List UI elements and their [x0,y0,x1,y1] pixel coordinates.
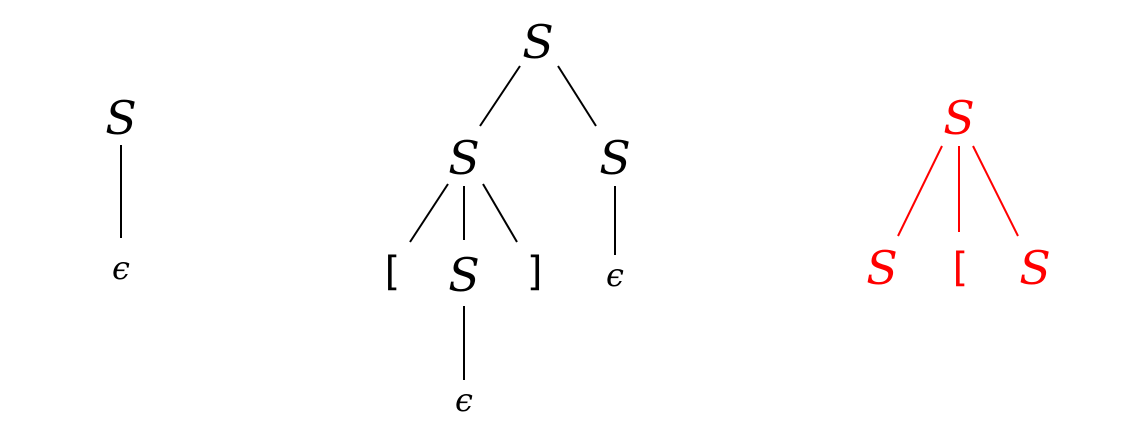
tree-2-edge-root-to-left [479,65,521,127]
tree-3-edge-root-to-c3 [972,145,1019,237]
tree-1-node-eps: ϵ [112,249,130,287]
parse-tree-1: Sϵ [105,91,137,287]
tree-3-node-c1: S [866,241,898,295]
tree-3-edge-root-to-c1 [897,145,943,237]
tree-2-node-root: S [522,15,554,69]
tree-2-edge-root-to-right [557,65,597,127]
parse-tree-2: S S S [ S] ϵ ϵ [379,15,631,419]
tree-2-node-right_eps: ϵ [606,256,624,294]
tree-2-edge-left-to-rbrack [482,183,518,243]
tree-2-node-left: S [448,131,480,185]
tree-3-node-c2: [ [947,245,971,291]
tree-2-node-rbrack: ] [524,249,548,295]
tree-2-node-lbrack: [ [379,249,403,295]
tree-2-node-inner_eps: ϵ [455,381,473,419]
tree-3-node-c3: S [1019,241,1051,295]
tree-2-edge-left-to-lbrack [409,183,449,243]
tree-1-node-root: S [105,91,137,145]
parse-tree-3: S S [ S [866,91,1051,295]
tree-2-node-right: S [599,131,631,185]
tree-2-node-inner: S [448,248,480,302]
tree-3-node-root: S [943,91,975,145]
